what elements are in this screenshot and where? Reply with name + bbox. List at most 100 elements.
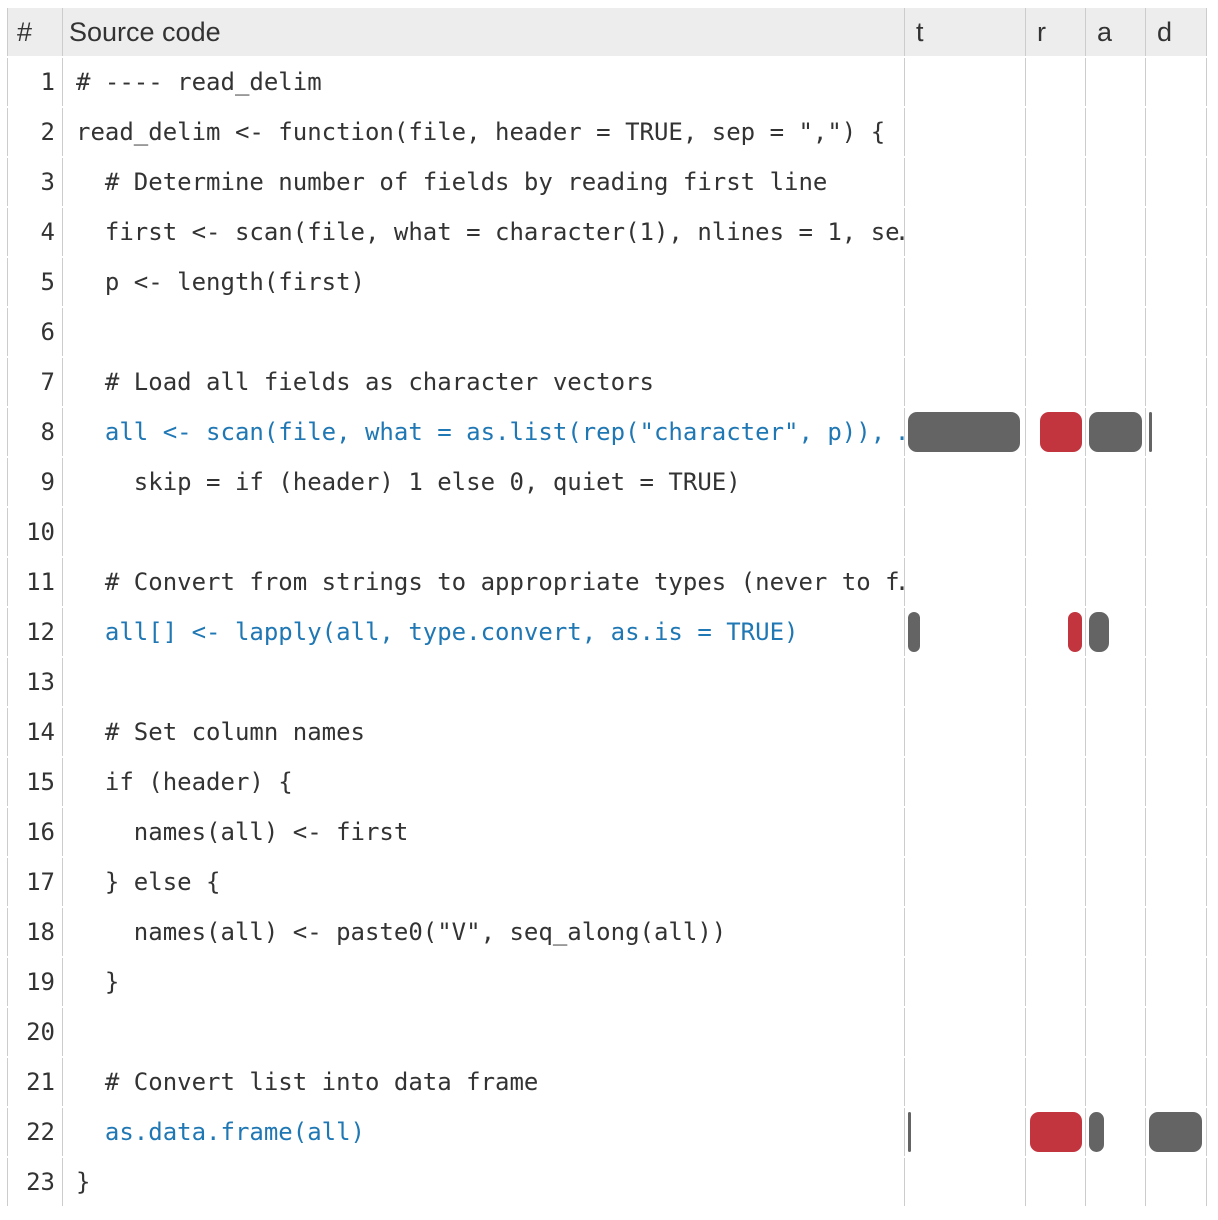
code-line: first <- scan(file, what = character(1),… <box>62 208 904 256</box>
code-row[interactable]: 4 first <- scan(file, what = character(1… <box>7 208 1207 256</box>
release-bar-cell <box>1025 858 1085 906</box>
release-bar-cell <box>1025 258 1085 306</box>
code-line: # Set column names <box>62 708 904 756</box>
release-bar-cell <box>1025 208 1085 256</box>
code-line: read_delim <- function(file, header = TR… <box>62 108 904 156</box>
alloc-bar-cell <box>1085 158 1145 206</box>
release-bar-cell <box>1025 958 1085 1006</box>
code-line <box>62 508 904 556</box>
time-bar-cell <box>904 58 1025 106</box>
dups-bar-cell <box>1145 608 1207 656</box>
code-row[interactable]: 7 # Load all fields as character vectors <box>7 358 1207 406</box>
code-line: names(all) <- first <box>62 808 904 856</box>
code-row[interactable]: 18 names(all) <- paste0("V", seq_along(a… <box>7 908 1207 956</box>
code-row[interactable]: 1# ---- read_delim <box>7 58 1207 106</box>
line-number: 23 <box>7 1158 62 1206</box>
line-number: 9 <box>7 458 62 506</box>
release-bar-cell <box>1025 1008 1085 1056</box>
code-line: # Convert list into data frame <box>62 1058 904 1106</box>
line-number: 7 <box>7 358 62 406</box>
time-bar-cell <box>904 608 1025 656</box>
release-bar-cell <box>1025 758 1085 806</box>
dups-bar-cell <box>1145 758 1207 806</box>
code-row[interactable]: 16 names(all) <- first <box>7 808 1207 856</box>
time-bar-cell <box>904 458 1025 506</box>
alloc-bar-cell <box>1085 308 1145 356</box>
code-row[interactable]: 19 } <box>7 958 1207 1006</box>
line-number: 6 <box>7 308 62 356</box>
line-number: 20 <box>7 1008 62 1056</box>
code-row[interactable]: 9 skip = if (header) 1 else 0, quiet = T… <box>7 458 1207 506</box>
dups-bar-cell <box>1145 1108 1207 1156</box>
alloc-bar-cell <box>1085 558 1145 606</box>
dups-bar-cell <box>1145 458 1207 506</box>
alloc-bar-cell <box>1085 958 1145 1006</box>
release-bar-cell <box>1025 658 1085 706</box>
release-bar <box>1040 412 1082 452</box>
dups-bar-cell <box>1145 1058 1207 1106</box>
code-row[interactable]: 21 # Convert list into data frame <box>7 1058 1207 1106</box>
code-row[interactable]: 10 <box>7 508 1207 556</box>
code-row[interactable]: 6 <box>7 308 1207 356</box>
release-bar-cell <box>1025 908 1085 956</box>
dups-bar-cell <box>1145 1008 1207 1056</box>
release-bar-cell <box>1025 458 1085 506</box>
code-row[interactable]: 14 # Set column names <box>7 708 1207 756</box>
code-line: } <box>62 958 904 1006</box>
code-row[interactable]: 15 if (header) { <box>7 758 1207 806</box>
code-line: # ---- read_delim <box>62 58 904 106</box>
code-row[interactable]: 13 <box>7 658 1207 706</box>
code-row[interactable]: 20 <box>7 1008 1207 1056</box>
code-row[interactable]: 12 all[] <- lapply(all, type.convert, as… <box>7 608 1207 656</box>
time-bar <box>908 612 920 652</box>
code-row[interactable]: 8 all <- scan(file, what = as.list(rep("… <box>7 408 1207 456</box>
code-line: all <- scan(file, what = as.list(rep("ch… <box>62 408 904 456</box>
line-number-header: # <box>7 8 62 56</box>
dups-bar-cell <box>1145 708 1207 756</box>
dups-bar <box>1149 412 1152 452</box>
code-row[interactable]: 23} <box>7 1158 1207 1206</box>
alloc-bar-cell <box>1085 758 1145 806</box>
code-row[interactable]: 11 # Convert from strings to appropriate… <box>7 558 1207 606</box>
time-bar-cell <box>904 808 1025 856</box>
dups-bar-cell <box>1145 808 1207 856</box>
dups-bar-cell <box>1145 558 1207 606</box>
dups-bar-cell <box>1145 958 1207 1006</box>
line-number: 5 <box>7 258 62 306</box>
alloc-bar-cell <box>1085 1158 1145 1206</box>
time-bar-cell <box>904 908 1025 956</box>
metric-header-alloc: a <box>1085 8 1145 56</box>
dups-bar-cell <box>1145 258 1207 306</box>
dups-bar-cell <box>1145 858 1207 906</box>
alloc-bar-cell <box>1085 608 1145 656</box>
release-bar-cell <box>1025 1108 1085 1156</box>
alloc-bar <box>1089 1112 1104 1152</box>
alloc-bar-cell <box>1085 258 1145 306</box>
time-bar-cell <box>904 408 1025 456</box>
code-line: } <box>62 1158 904 1206</box>
alloc-bar-cell <box>1085 508 1145 556</box>
code-row[interactable]: 17 } else { <box>7 858 1207 906</box>
code-row[interactable]: 22 as.data.frame(all) <box>7 1108 1207 1156</box>
dups-bar-cell <box>1145 158 1207 206</box>
code-line <box>62 658 904 706</box>
alloc-bar-cell <box>1085 408 1145 456</box>
code-line: } else { <box>62 858 904 906</box>
code-row[interactable]: 5 p <- length(first) <box>7 258 1207 306</box>
release-bar-cell <box>1025 408 1085 456</box>
code-line: as.data.frame(all) <box>62 1108 904 1156</box>
dups-bar-cell <box>1145 58 1207 106</box>
time-bar-cell <box>904 358 1025 406</box>
release-bar-cell <box>1025 708 1085 756</box>
alloc-bar <box>1089 612 1109 652</box>
release-bar-cell <box>1025 1158 1085 1206</box>
table-header-row: # Source code t r a d <box>7 8 1207 56</box>
line-number: 11 <box>7 558 62 606</box>
release-bar-cell <box>1025 608 1085 656</box>
time-bar-cell <box>904 708 1025 756</box>
dups-bar-cell <box>1145 108 1207 156</box>
alloc-bar <box>1089 412 1142 452</box>
dups-bar-cell <box>1145 408 1207 456</box>
code-row[interactable]: 3 # Determine number of fields by readin… <box>7 158 1207 206</box>
